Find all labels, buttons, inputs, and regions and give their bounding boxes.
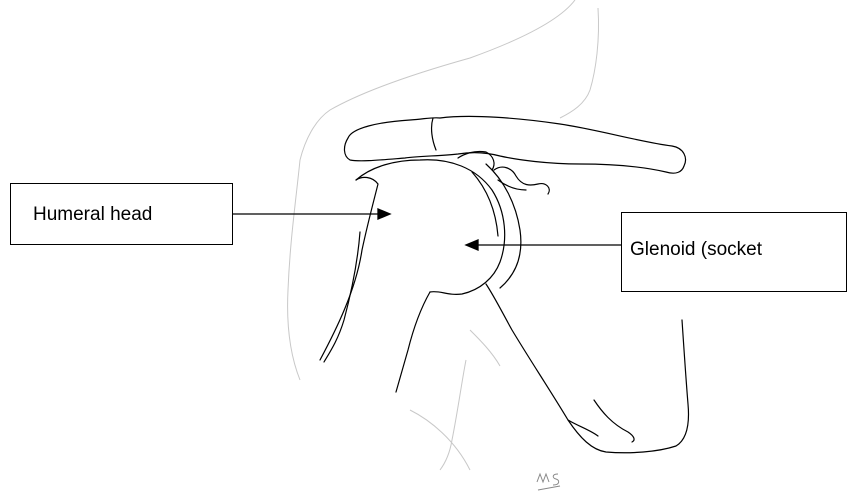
neck-line xyxy=(560,8,599,118)
coracoid-inner xyxy=(498,180,526,190)
shoulder-top-line xyxy=(300,0,575,160)
body-contour xyxy=(288,0,599,470)
humerus-right-edge xyxy=(396,292,430,392)
inner-arm-line xyxy=(440,360,466,470)
greater-tuberosity xyxy=(320,177,378,360)
scapula-spine-detail xyxy=(594,400,634,442)
clavicle-outline xyxy=(344,116,685,173)
glenoid-arrow-head xyxy=(466,240,478,250)
scapula-lower-detail xyxy=(568,420,598,436)
humeral-head-label: Humeral head xyxy=(10,183,233,245)
left-arm-outer-line xyxy=(288,160,300,380)
artist-signature xyxy=(537,474,560,490)
humeral-arrow-head xyxy=(378,209,390,219)
chest-line xyxy=(470,330,500,366)
glenoid-rim xyxy=(486,164,521,288)
glenoid-label: Glenoid (socket xyxy=(621,212,847,292)
humeral-head-outline xyxy=(356,160,505,295)
lower-body-line xyxy=(410,410,470,470)
acromion-joint-line xyxy=(432,118,436,150)
scapula-outline xyxy=(486,284,689,453)
